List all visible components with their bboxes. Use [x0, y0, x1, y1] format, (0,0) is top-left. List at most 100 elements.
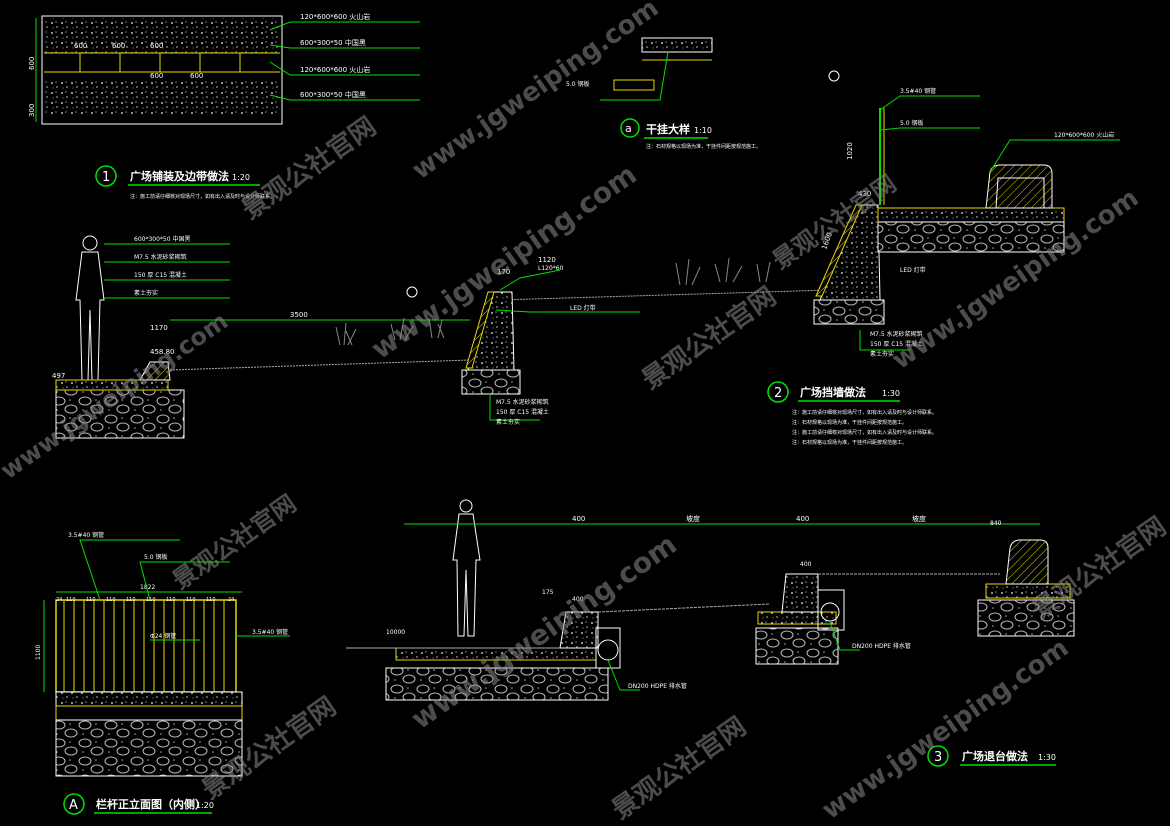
dim-400-d: 400	[800, 561, 812, 568]
label-drain-1: DN200 HDPE 排水管	[628, 682, 687, 690]
drain-box-1	[595, 627, 621, 669]
note-a: 注：石材规格以现场为准，干挂件间距按规范施工。	[646, 143, 761, 150]
grass-tufts	[335, 257, 771, 346]
svg-text:110: 110	[186, 597, 196, 603]
label-c15-1: 150 厚 C15 混凝土	[496, 408, 549, 416]
label-stone-1: 120*600*600 火山岩	[300, 12, 370, 21]
dim-170: 170	[497, 268, 510, 276]
title-A-letter: A	[69, 798, 78, 813]
title-3-number: 3	[934, 750, 942, 765]
middle-footing	[461, 369, 521, 395]
title-2-text: 广场挡墙做法	[800, 385, 866, 399]
paving-block-ticks	[79, 53, 241, 72]
watermark-url-3: www.jgweiping.com	[405, 528, 683, 736]
title-A-text: 栏杆正立面图（内侧）	[96, 797, 206, 811]
svg-text:注：石材规格以现场为准，干挂件间距按规范施工。: 注：石材规格以现场为准，干挂件间距按规范施工。	[792, 419, 907, 426]
dim-3500: 3500	[290, 311, 308, 319]
label-drain-2: DN200 HDPE 排水管	[852, 642, 911, 650]
label-stone-4: 600*300*50 中国黑	[300, 90, 366, 99]
dim-400-c: 400	[572, 596, 584, 603]
svg-text:110: 110	[206, 597, 216, 603]
person-figure-1	[75, 235, 105, 381]
label-c15-2: 150 厚 C15 混凝土	[870, 340, 923, 348]
title-A-scale: 1:20	[196, 801, 214, 810]
paving-bottom-layer	[44, 80, 280, 116]
detail-3-terrace: 400 坡度 400 坡度 10000 400 175 400 840	[346, 499, 1075, 767]
label-wall-3: 150 厚 C15 混凝土	[134, 271, 187, 279]
label-rail-3: Φ24 钢管	[150, 632, 176, 640]
label-rail-4: 3.5#40 钢管	[252, 628, 288, 636]
dim-600-c: 600	[150, 42, 163, 50]
title-a-number: a	[625, 122, 632, 135]
watermark-url-2: www.jgweiping.com	[407, 0, 664, 186]
leaders-2	[104, 95, 1120, 421]
svg-text:110: 110	[106, 597, 116, 603]
watermark-cn-4: 景观公社官网	[606, 711, 752, 826]
label-stone-3: 120*600*600 火山岩	[300, 65, 370, 74]
svg-text:注：施工前请仔细核对现场尺寸，如有出入请及时与设计师联系。: 注：施工前请仔细核对现场尺寸，如有出入请及时与设计师联系。	[792, 409, 937, 416]
dim-458: 458.80	[150, 348, 175, 356]
terrace-2-paving	[757, 611, 837, 625]
watermark-cn-7: 景观公社官网	[167, 489, 301, 595]
svg-text:110: 110	[86, 597, 96, 603]
dim-1120: 1120	[538, 256, 556, 264]
railing-base	[55, 705, 243, 721]
label-l120: L120*60	[538, 265, 564, 272]
dryhang-bracket	[613, 79, 655, 91]
leader-lines-1	[269, 21, 420, 101]
dim-600-a: 600	[74, 42, 87, 50]
svg-text:110: 110	[166, 597, 176, 603]
detail-1-paving: 600 600 600 600 600 300 600 120*600*600 …	[28, 12, 420, 200]
dim-400-b: 400	[796, 515, 809, 523]
dim-430: 430	[858, 190, 871, 198]
upper-wall-cladding	[815, 204, 863, 297]
note-1: 注：施工前请仔细核对现场尺寸，如有出入请及时与设计师联系。	[130, 193, 275, 200]
dim-400-a: 400	[572, 515, 585, 523]
railing-bars	[63, 600, 225, 692]
label-soil-1: 素土夯实	[496, 418, 520, 426]
watermark-cn-1: 景观公社官网	[236, 111, 382, 226]
drain-pipe-1	[597, 639, 619, 661]
terrace-2-step	[781, 573, 819, 613]
svg-text:110: 110	[146, 597, 156, 603]
watermark-url-4: www.jgweiping.com	[817, 633, 1074, 826]
detail-A-railing: 1822 1100 24 110 110 110 110 110 110 110…	[35, 531, 290, 815]
terrace-1-base	[385, 667, 609, 701]
title-a-scale: 1:10	[694, 126, 712, 135]
title-3-circle	[927, 745, 949, 767]
dim-600-b: 600	[112, 42, 125, 50]
label-plate: 5.0 钢板	[900, 119, 923, 127]
label-soil-2: 素土夯实	[870, 350, 894, 358]
title-1-text: 广场铺装及边带做法	[130, 169, 229, 183]
label-rail-2: 5.0 钢板	[144, 553, 167, 561]
dim-600-d: 600	[150, 72, 163, 80]
title-1-scale: 1:20	[232, 173, 250, 182]
title-1-number: 1	[102, 170, 110, 185]
dim-600-e: 600	[190, 72, 203, 80]
terrace-3-seat	[1005, 539, 1049, 585]
label-led-2: LED 灯带	[900, 266, 926, 274]
railing-frame	[55, 599, 237, 693]
dryhang-slab	[641, 37, 713, 53]
label-wall-4: 素土夯实	[134, 289, 158, 297]
dim-175: 175	[542, 589, 554, 596]
terrace-2-base	[755, 627, 839, 665]
label-wall-1: 600*300*50 中国黑	[134, 235, 190, 243]
label-bench: 120*600*600 火山岩	[1054, 131, 1114, 139]
label-m75-1: M7.5 水泥砂浆砌筑	[496, 398, 549, 406]
person-figure-2	[452, 499, 481, 637]
railing-paving	[55, 691, 243, 707]
left-paving	[55, 379, 169, 391]
label-stone-2: 600*300*50 中国黑	[300, 38, 366, 47]
terrace-3-base	[977, 599, 1075, 637]
label-led-1: LED 灯带	[570, 304, 596, 312]
title-2-scale: 1:30	[882, 389, 900, 398]
title-3-scale: 1:30	[1038, 753, 1056, 762]
section-marker-a-1	[406, 286, 418, 298]
upper-paving	[877, 207, 1065, 223]
svg-text:110: 110	[126, 597, 136, 603]
watermark-url-6: www.jgweiping.com	[0, 307, 233, 485]
label-pipe: 3.5#40 钢管	[900, 87, 936, 95]
title-1-circle	[95, 165, 117, 187]
